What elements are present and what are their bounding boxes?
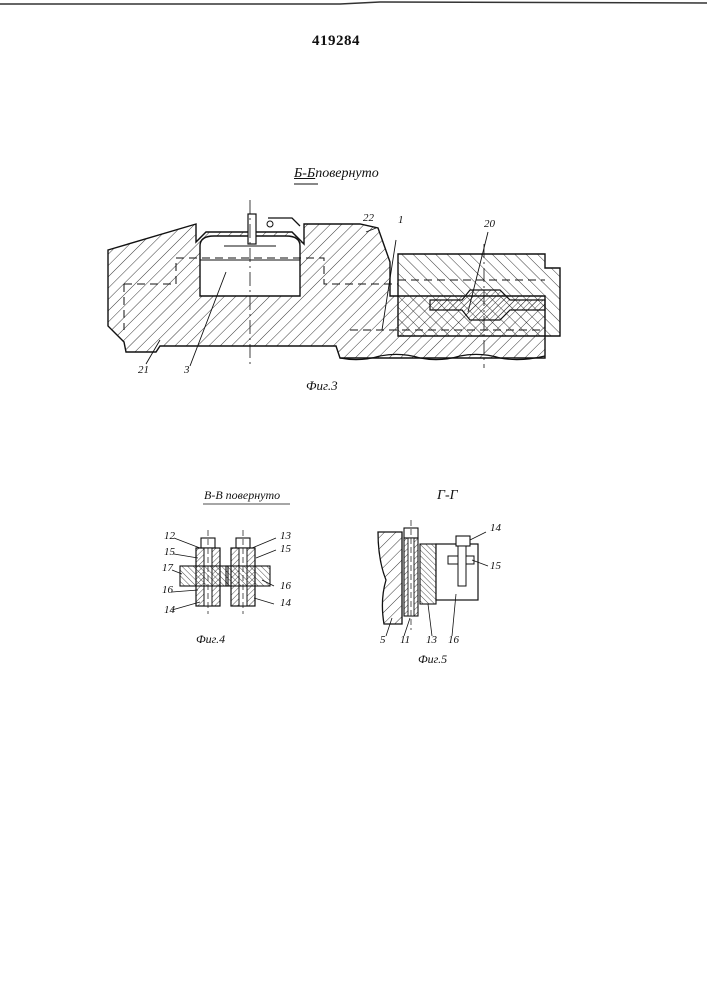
- fig4-label-15-right: 15: [280, 543, 291, 555]
- fig4-label-14-right: 14: [280, 597, 291, 609]
- fig3-section-title: Б-Бповернуто: [294, 166, 379, 182]
- patent-number: 419284: [312, 33, 360, 50]
- fig3-stud: [248, 214, 256, 244]
- fig4-label-13: 13: [280, 530, 291, 542]
- fig3-label-20: 20: [484, 218, 495, 230]
- fig5-part-5: [378, 532, 402, 624]
- fig3-label-21: 21: [138, 364, 149, 376]
- fig5-drawing: [378, 520, 488, 636]
- fig5-label-15: 15: [490, 560, 501, 572]
- fig5-label-13: 13: [426, 634, 437, 646]
- fig4-drawing: [172, 530, 276, 614]
- fig4-right-plate: [226, 566, 270, 586]
- fig3-label-3: 3: [184, 364, 190, 376]
- fig5-label-5: 5: [380, 634, 386, 646]
- fig3-label-22: 22: [363, 212, 374, 224]
- fig4-label-16-left: 16: [162, 584, 173, 596]
- fig5-label-14: 14: [490, 522, 501, 534]
- fig4-label-17: 17: [162, 562, 173, 574]
- fig4-label-15-left: 15: [164, 546, 175, 558]
- fig4-caption: Фиг.4: [196, 632, 225, 647]
- fig3-label-1: 1: [398, 214, 404, 226]
- fig4-left-plate-17: [180, 566, 228, 586]
- fig5-label-16: 16: [448, 634, 459, 646]
- fig4-label-16-right: 16: [280, 580, 291, 592]
- fig5-label-11: 11: [400, 634, 410, 646]
- fig5-nut-14: [456, 536, 470, 546]
- fig5-stud: [458, 546, 466, 586]
- fig3-section-letters: Б-Б: [294, 166, 315, 181]
- scan-border-line: [0, 2, 707, 4]
- fig3-section-rotated: повернуто: [315, 166, 379, 181]
- fig4-label-12: 12: [164, 530, 175, 542]
- fig4-label-14-left: 14: [164, 604, 175, 616]
- fig5-caption: Фиг.5: [418, 652, 447, 667]
- fig3-caption: Фиг.3: [306, 378, 338, 394]
- fig5-block-13: [420, 544, 436, 604]
- fig3-stud-head: [267, 221, 273, 227]
- fig5-section-title: Г-Г: [437, 488, 458, 504]
- fig4-section-title: В-В повернуто: [204, 488, 280, 503]
- fig5-arm-16: [436, 544, 478, 600]
